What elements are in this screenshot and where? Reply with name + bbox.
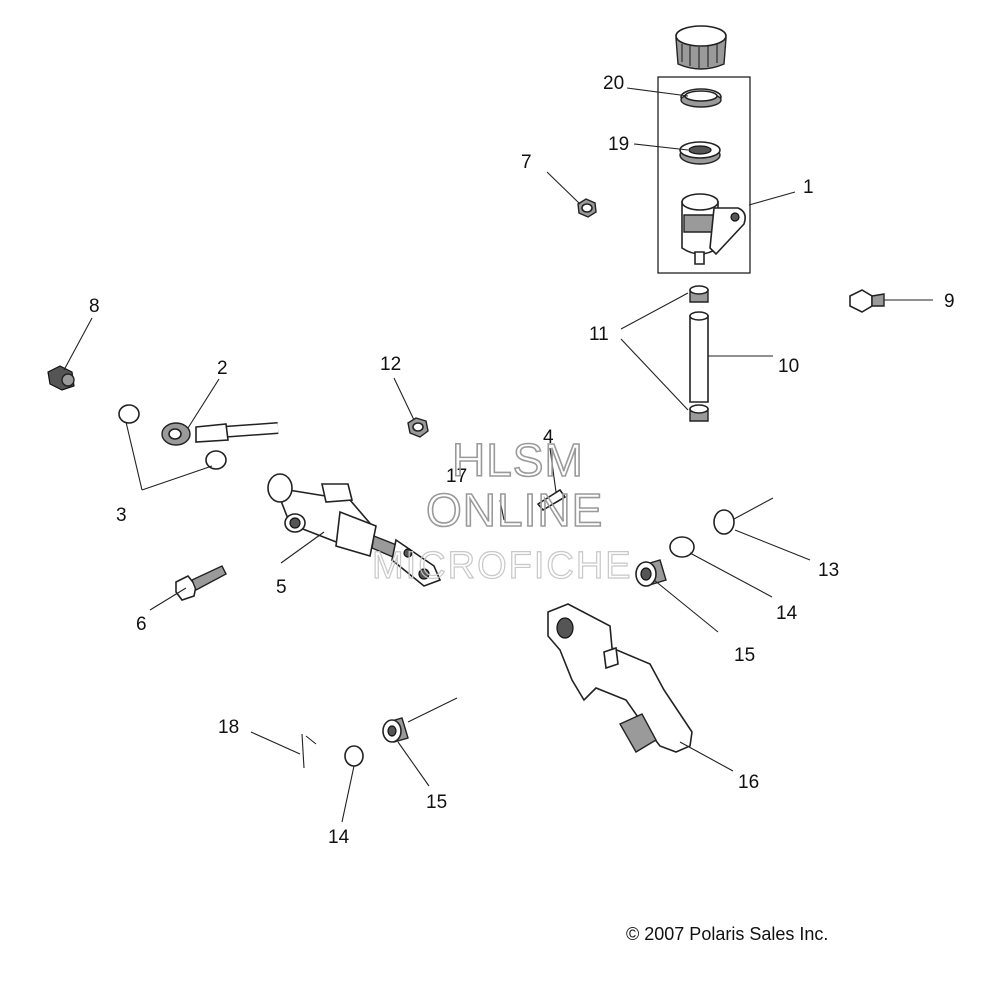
callout-17: 17 <box>446 466 467 487</box>
cotter-pin-part-17 <box>499 499 505 521</box>
callout-1: 1 <box>803 177 814 198</box>
callout-8: 8 <box>89 296 100 317</box>
callout-16: 16 <box>738 772 759 793</box>
callout-15-lower: 15 <box>426 792 447 813</box>
leader-lines <box>63 87 933 823</box>
seal-plate-part-19 <box>679 141 721 165</box>
callout-6: 6 <box>136 614 147 635</box>
brake-line-part-2 <box>161 422 279 446</box>
bolt-part-6 <box>175 565 227 601</box>
callout-15-upper: 15 <box>734 645 755 666</box>
clevis-pin-part-4 <box>536 488 567 512</box>
diaphragm-part-20 <box>680 88 722 108</box>
bleeder-part-8 <box>47 365 75 391</box>
rod-end-part-11-bottom <box>689 404 709 422</box>
master-cylinder-part-5 <box>267 473 442 587</box>
spring-clip-part-13 <box>713 509 735 535</box>
callout-14-lower: 14 <box>328 827 350 848</box>
callout-7: 7 <box>521 152 532 173</box>
washer-part-14-lower <box>344 745 364 767</box>
reservoir-body-part-1 <box>681 193 746 265</box>
callout-14-upper: 14 <box>776 603 798 624</box>
washer-part-14-upper <box>669 536 695 558</box>
bolt-part-9 <box>849 289 885 313</box>
copyright-notice: © 2007 Polaris Sales Inc. <box>626 924 829 944</box>
pushrod-part-10 <box>689 311 709 403</box>
callout-19: 19 <box>608 134 629 155</box>
crush-washer-part-3-a <box>118 404 140 424</box>
rod-end-part-11-top <box>689 285 709 303</box>
brake-pedal-part-16 <box>547 603 693 753</box>
watermark-line-3: MICROFICHE <box>372 545 633 587</box>
callout-2: 2 <box>217 358 228 379</box>
cotter-pin-part-18 <box>301 733 317 769</box>
callout-12: 12 <box>380 354 401 375</box>
callout-18: 18 <box>218 717 239 738</box>
watermark-line-2: ONLINE <box>426 484 603 536</box>
bushing-part-15-lower <box>382 717 409 743</box>
callout-3: 3 <box>116 505 127 526</box>
watermark-line-1: HLSM <box>452 434 584 486</box>
callout-5: 5 <box>276 577 287 598</box>
callout-9: 9 <box>944 291 955 312</box>
nut-part-12 <box>407 417 429 438</box>
callout-10: 10 <box>778 356 799 377</box>
crush-washer-part-3-b <box>205 450 227 470</box>
callout-4: 4 <box>543 427 554 448</box>
callout-13: 13 <box>818 560 839 581</box>
reservoir-cap <box>675 25 727 70</box>
nut-part-7 <box>577 198 597 218</box>
bushing-part-15-upper <box>635 559 667 587</box>
callout-20: 20 <box>603 73 624 94</box>
callout-11: 11 <box>589 324 609 345</box>
reservoir-assembly-box <box>657 76 751 274</box>
